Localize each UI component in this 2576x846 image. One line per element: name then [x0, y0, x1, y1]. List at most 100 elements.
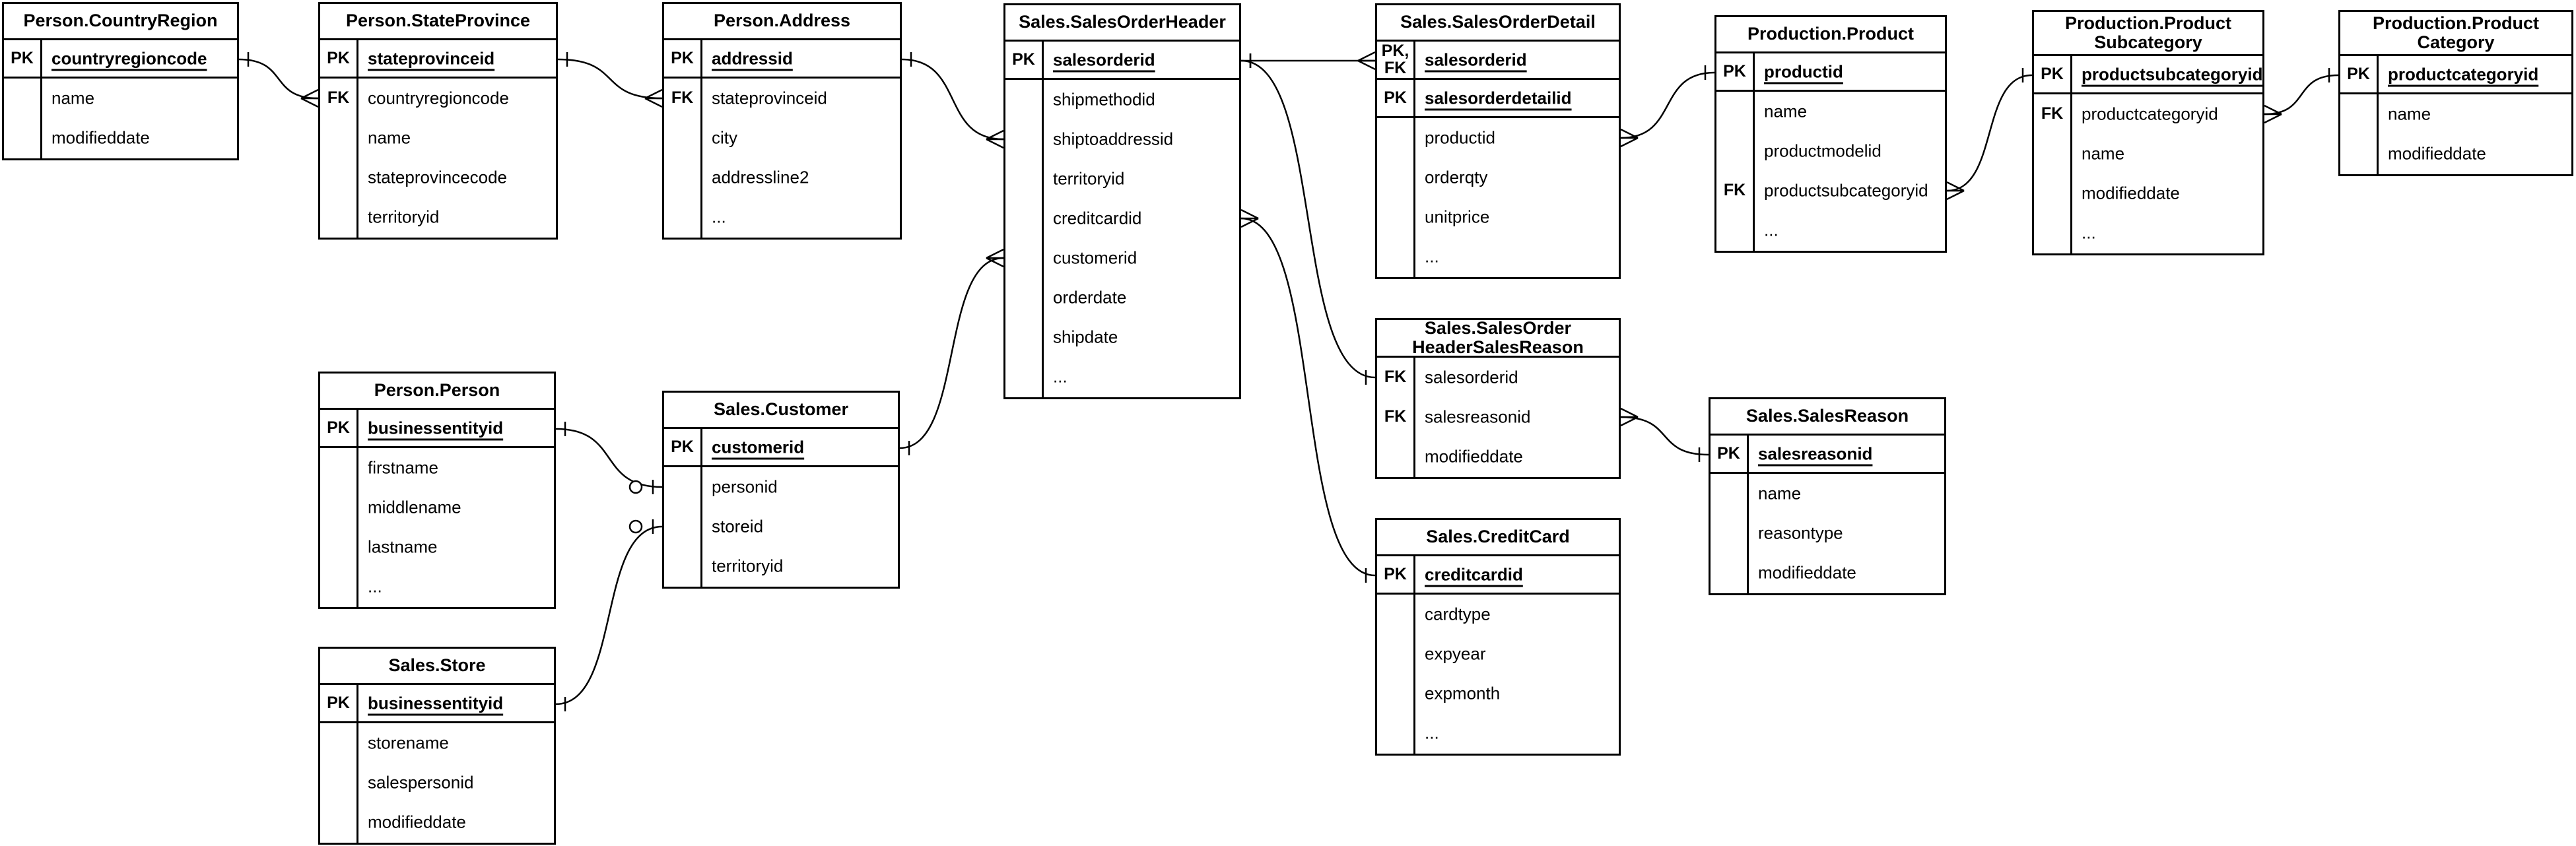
- table-title: Person.Address: [664, 4, 900, 40]
- attribute-label: lastname: [368, 537, 438, 557]
- attribute-label: name: [51, 88, 95, 108]
- attribute-label: name: [1764, 101, 1808, 121]
- attribute-label: firstname: [368, 457, 438, 478]
- attribute-row-modifieddate: modifieddate: [4, 118, 237, 158]
- attribute-label: customerid: [1053, 247, 1137, 268]
- key-badge: FK: [2034, 94, 2070, 134]
- attribute-row-productsubcategoryid: PK productsubcategoryid: [2034, 56, 2262, 94]
- attribute-label: shiptoaddressid: [1053, 129, 1174, 149]
- attribute-row-shipmethodid: shipmethodid: [1005, 80, 1239, 119]
- attribute-label: city: [712, 127, 737, 148]
- table-title-line: Sales.SalesOrderHeader: [1019, 12, 1226, 32]
- key-badge: PK,FK: [1377, 42, 1413, 78]
- key-badge-line: FK: [671, 88, 694, 108]
- attribute-row-orderqty: orderqty: [1377, 158, 1619, 197]
- key-badge-line: FK: [1384, 58, 1407, 77]
- key-column-divider: [1753, 53, 1755, 251]
- attribute-row-stateprovincecode: stateprovincecode: [320, 158, 556, 197]
- attribute-row-salespersonid: salespersonid: [320, 763, 554, 802]
- attribute-row-expmonth: expmonth: [1377, 674, 1619, 713]
- key-badge-line: PK: [327, 418, 350, 437]
- key-badge: PK: [320, 410, 356, 446]
- table-title: Sales.Customer: [664, 393, 898, 429]
- key-column-divider: [356, 685, 358, 843]
- attribute-label: creditcardid: [1425, 564, 1523, 584]
- attribute-label: productsubcategoryid: [2082, 64, 2263, 84]
- table-title: Sales.SalesReason: [1711, 399, 1944, 436]
- attribute-label: salesorderid: [1425, 49, 1527, 69]
- key-column-divider: [1413, 556, 1415, 754]
- table-title-line: Category: [2417, 32, 2495, 52]
- table-title-line: Subcategory: [2094, 32, 2202, 52]
- attribute-row-more: ...: [1377, 237, 1619, 277]
- attribute-label: unitprice: [1425, 207, 1490, 227]
- attribute-row-salesorderid: PK,FK salesorderid: [1377, 42, 1619, 80]
- key-badge-line: PK: [1012, 49, 1035, 69]
- attribute-label: productsubcategoryid: [1764, 180, 1928, 201]
- attribute-row-cardtype: cardtype: [1377, 595, 1619, 634]
- attribute-label: modifieddate: [368, 812, 466, 832]
- attribute-row-storeid: storeid: [664, 507, 898, 546]
- key-badge: PK: [1711, 436, 1747, 472]
- attribute-row-name: name: [2034, 134, 2262, 174]
- attribute-label: stateprovinceid: [368, 48, 495, 68]
- attribute-row-productid: productid: [1377, 118, 1619, 158]
- table-title: Production.Product: [1716, 17, 1945, 53]
- attribute-row-name: name: [4, 79, 237, 118]
- key-badge-line: PK: [11, 48, 34, 67]
- key-badge: PK: [320, 685, 356, 721]
- attribute-row-businessentityid: PK businessentityid: [320, 410, 554, 448]
- attribute-label: ...: [1764, 220, 1779, 240]
- attribute-row-creditcardid: PK creditcardid: [1377, 556, 1619, 595]
- attribute-label: reasontype: [1758, 523, 1843, 543]
- attribute-label: orderdate: [1053, 287, 1127, 308]
- attribute-row-shiptoaddressid: shiptoaddressid: [1005, 119, 1239, 159]
- attribute-label: businessentityid: [368, 418, 504, 438]
- attribute-row-more: ...: [1005, 357, 1239, 397]
- key-column-divider: [700, 40, 702, 238]
- key-column-divider: [1042, 42, 1044, 397]
- attribute-row-territoryid: territoryid: [664, 546, 898, 586]
- table-title-line: Sales.Store: [388, 655, 486, 676]
- attribute-label: stateprovincecode: [368, 167, 508, 187]
- table-title-line: Sales.CreditCard: [1426, 527, 1570, 547]
- attribute-row-more: ...: [1377, 713, 1619, 753]
- attribute-label: shipdate: [1053, 327, 1118, 347]
- table-title-line: Person.CountryRegion: [23, 11, 218, 31]
- attribute-label: territoryid: [368, 207, 440, 227]
- attribute-row-modifieddate: modifieddate: [1377, 437, 1619, 476]
- table-title-line: Production.Product: [2065, 13, 2231, 33]
- attribute-label: ...: [1053, 366, 1068, 387]
- key-column-divider: [1413, 358, 1415, 477]
- attribute-row-shipdate: shipdate: [1005, 317, 1239, 357]
- attribute-row-firstname: firstname: [320, 448, 554, 488]
- key-badge-line: PK: [1384, 88, 1407, 107]
- attribute-label: salesreasonid: [1758, 443, 1873, 463]
- attribute-label: modifieddate: [1425, 446, 1523, 467]
- key-column-divider: [40, 40, 42, 158]
- key-badge: PK: [1377, 556, 1413, 593]
- attribute-label: modifieddate: [1758, 562, 1856, 583]
- key-badge-line: PK: [671, 437, 694, 456]
- table-title-line: Sales.SalesOrderDetail: [1400, 12, 1596, 32]
- attribute-row-storename: storename: [320, 723, 554, 763]
- key-badge-line: PK: [2347, 64, 2370, 83]
- key-badge-line: PK: [2041, 64, 2064, 83]
- key-badge-line: FK: [1384, 407, 1407, 426]
- key-badge-line: FK: [327, 88, 350, 108]
- attribute-label: name: [1758, 483, 1802, 504]
- table-title-line: Sales.SalesReason: [1746, 406, 1909, 426]
- attribute-label: storeid: [712, 516, 764, 537]
- table-title: Person.Person: [320, 374, 554, 410]
